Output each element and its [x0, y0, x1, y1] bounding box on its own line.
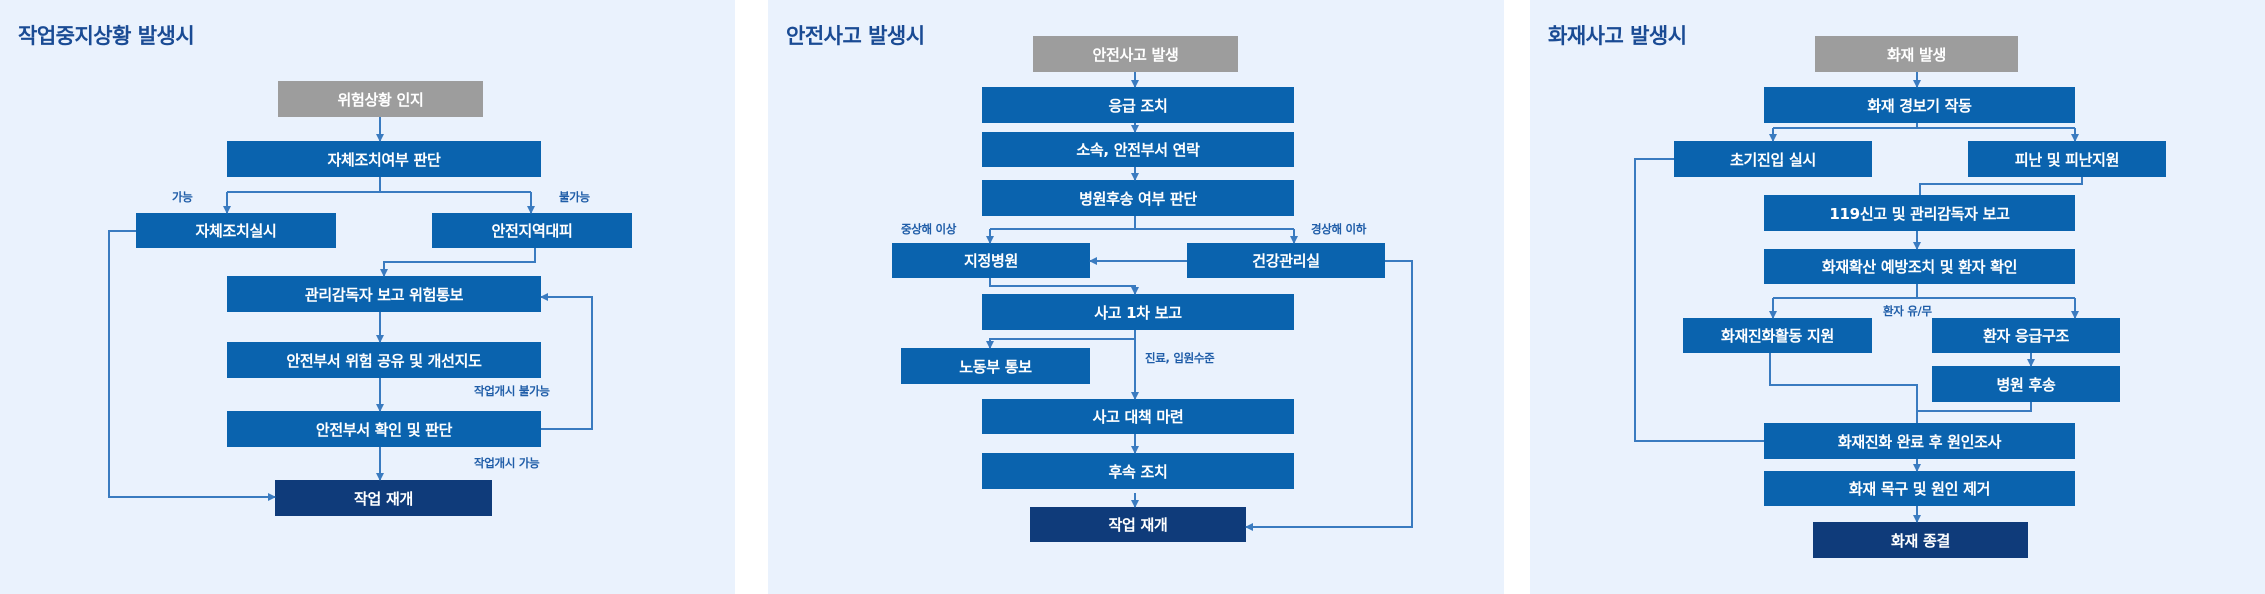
label-patient: 환자 유/무	[1883, 304, 1932, 318]
node-end: 화재 종결	[1813, 522, 2028, 558]
label-minor: 경상해 이하	[1311, 222, 1367, 236]
node-investigate: 화재진화 완료 후 원인조사	[1764, 423, 2075, 459]
arrow	[380, 248, 536, 277]
panel-title: 화재사고 발생시	[1548, 24, 1687, 48]
node-transfer-judge: 병원후송 여부 판단	[982, 180, 1294, 216]
arrow	[108, 230, 276, 501]
node-resume: 작업 재개	[1030, 507, 1246, 542]
label-start-possible: 작업개시 가능	[474, 456, 540, 470]
node-start: 화재 발생	[1815, 36, 2018, 72]
node-hospital: 지정병원	[892, 243, 1090, 278]
panel-title: 안전사고 발생시	[786, 24, 925, 48]
node-self-action: 자체조치실시	[136, 213, 336, 248]
connector	[1769, 353, 1918, 423]
node-first-report: 사고 1차 보고	[982, 294, 1294, 330]
node-evacuate: 피난 및 피난지원	[1968, 141, 2166, 177]
label-start-impossible: 작업개시 불가능	[474, 384, 550, 398]
node-health-room: 건강관리실	[1187, 243, 1385, 278]
node-contact: 소속, 안전부서 연락	[982, 132, 1294, 167]
arrow	[986, 338, 1135, 349]
arrow	[1245, 260, 1413, 531]
node-resume: 작업 재개	[275, 480, 492, 516]
node-countermeasure: 사고 대책 마련	[982, 399, 1294, 434]
node-support: 화재진화활동 지원	[1683, 318, 1872, 353]
node-alarm: 화재 경보기 작동	[1764, 87, 2075, 123]
connector	[1919, 177, 2083, 195]
connector	[227, 177, 531, 193]
node-prevent: 화재확산 예방조치 및 환자 확인	[1764, 249, 2075, 284]
node-confirm: 안전부서 확인 및 판단	[227, 411, 541, 447]
arrow	[540, 293, 593, 430]
node-report: 관리감독자 보고 위험통보	[227, 276, 541, 312]
node-labor-notice: 노동부 통보	[901, 348, 1090, 384]
node-start: 안전사고 발생	[1033, 36, 1238, 72]
connector	[1634, 158, 1764, 442]
label-impossible: 불가능	[559, 190, 590, 204]
node-remove: 화재 목구 및 원인 제거	[1764, 471, 2075, 506]
node-start: 위험상황 인지	[278, 81, 483, 117]
connector	[1773, 123, 2075, 129]
node-rescue: 환자 응급구조	[1932, 318, 2120, 353]
node-transfer: 병원 후송	[1932, 366, 2120, 402]
connector	[1917, 402, 2032, 412]
node-first-aid: 응급 조치	[982, 87, 1294, 123]
node-judge: 자체조치여부 판단	[227, 141, 541, 177]
node-follow-up: 후속 조치	[982, 453, 1294, 489]
node-share: 안전부서 위험 공유 및 개선지도	[227, 342, 541, 378]
label-severe: 중상해 이상	[901, 222, 957, 236]
node-evacuate: 안전지역대피	[432, 213, 632, 248]
connector	[1773, 284, 2075, 299]
arrow	[989, 278, 1139, 295]
connector	[990, 216, 1294, 230]
node-report: 119신고 및 관리감독자 보고	[1764, 195, 2075, 231]
node-initial: 초기진입 실시	[1674, 141, 1872, 177]
label-treatment: 진료, 입원수준	[1145, 351, 1215, 365]
panel-title: 작업중지상황 발생시	[18, 24, 195, 48]
label-possible: 가능	[172, 190, 193, 204]
